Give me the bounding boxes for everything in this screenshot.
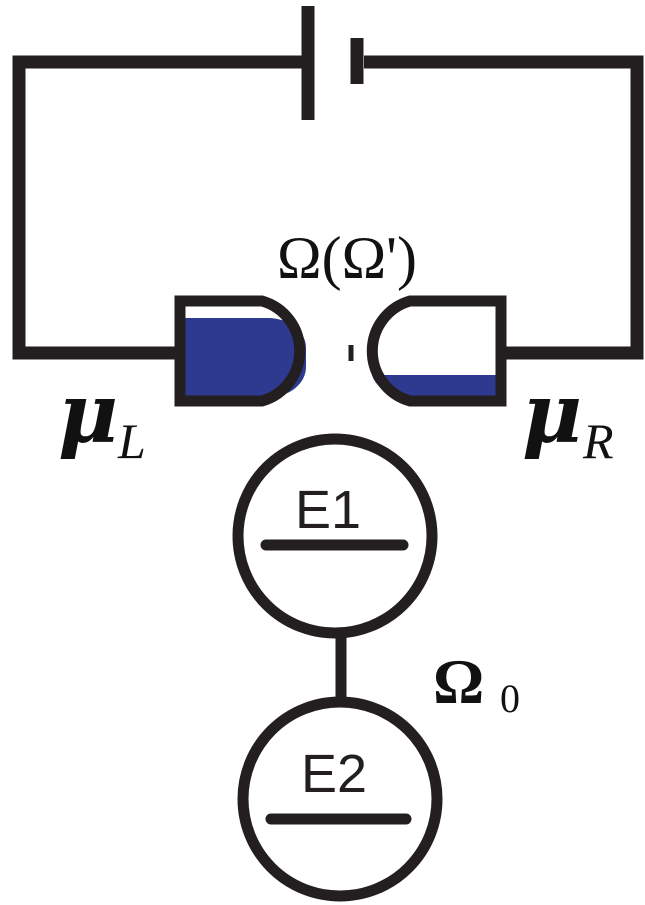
right-lead — [366, 295, 507, 407]
dot-e1-label: E1 — [295, 480, 361, 540]
right-lead-fill — [372, 375, 496, 397]
mu-right-label: μ R — [522, 366, 614, 469]
left-wire — [12, 55, 302, 360]
left-lead — [174, 295, 306, 407]
dot-e1: E1 — [232, 433, 438, 639]
circuit-wire — [12, 55, 644, 360]
dot-e2-circle — [237, 696, 443, 902]
coupling-symbol: Ω — [433, 646, 484, 717]
dot-e2: E2 — [237, 696, 443, 902]
battery — [301, 6, 364, 120]
left-lead-fill — [184, 318, 306, 397]
right-wire — [364, 55, 644, 360]
dot-e2-label: E2 — [301, 744, 367, 804]
mu-left-subscript: L — [117, 413, 146, 469]
mu-left-label: μ L — [58, 366, 146, 469]
dot-e1-circle — [232, 433, 438, 639]
mu-right-subscript: R — [582, 413, 614, 469]
coupling-label: Ω 0 — [433, 646, 520, 721]
right-lead-outline — [366, 295, 507, 407]
left-lead-outline — [174, 295, 306, 407]
tunneling-label: Ω(Ω') — [277, 225, 417, 291]
mu-left-symbol: μ — [58, 366, 118, 462]
coupling-subscript: 0 — [500, 676, 520, 721]
mu-right-symbol: μ — [522, 366, 582, 462]
